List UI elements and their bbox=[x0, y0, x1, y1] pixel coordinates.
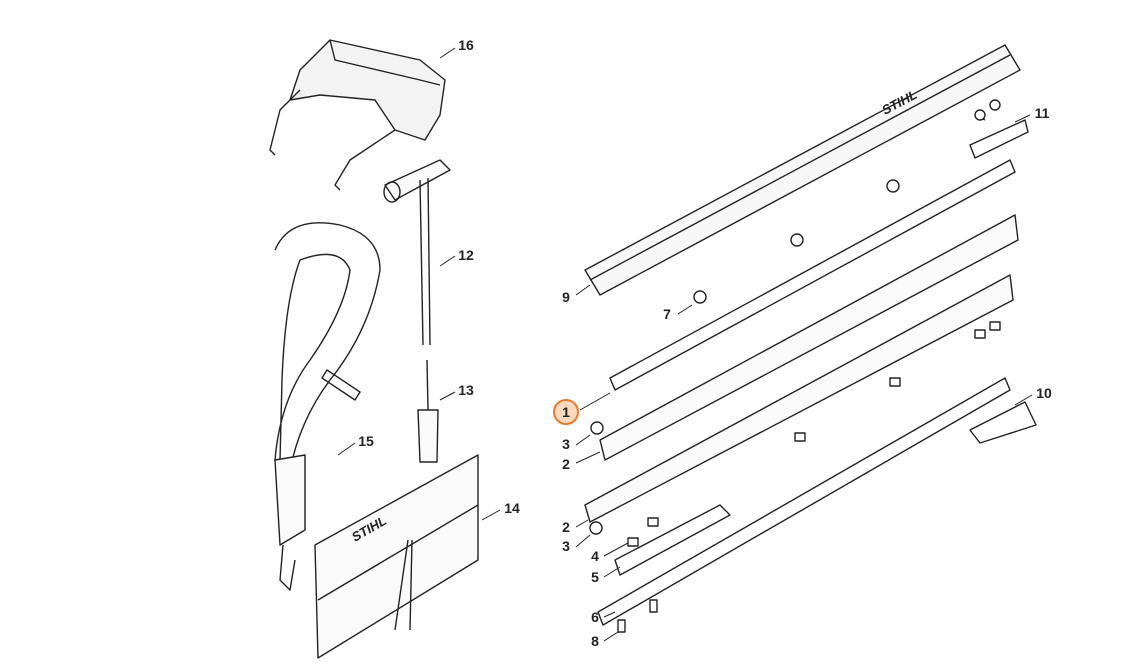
guide-bar-drawing bbox=[597, 377, 1011, 626]
hardware-drawing bbox=[589, 99, 1001, 633]
part-label-16[interactable]: 16 bbox=[458, 37, 474, 53]
part-label-7[interactable]: 7 bbox=[663, 306, 671, 322]
part-label-15[interactable]: 15 bbox=[358, 433, 374, 449]
screwdriver-drawing bbox=[417, 359, 439, 463]
part-label-9[interactable]: 9 bbox=[562, 289, 570, 305]
part-label-2[interactable]: 2 bbox=[562, 456, 570, 472]
part-label-3[interactable]: 3 bbox=[562, 436, 570, 452]
harness-strap-drawing bbox=[274, 222, 381, 591]
tool-pouch-drawing: STIHL bbox=[314, 454, 479, 659]
part-label-1-highlighted[interactable]: 1 bbox=[553, 399, 579, 425]
part-label-14[interactable]: 14 bbox=[504, 500, 520, 516]
part-label-11[interactable]: 11 bbox=[1034, 105, 1050, 121]
bracket-drawing bbox=[969, 114, 1029, 159]
part-label-2-lower[interactable]: 2 bbox=[562, 519, 570, 535]
blade-guard-drawing: STIHL bbox=[584, 44, 1021, 296]
part-label-8[interactable]: 8 bbox=[591, 633, 599, 649]
top-guide-bar-drawing bbox=[609, 159, 1016, 391]
part-label-4[interactable]: 4 bbox=[591, 548, 599, 564]
cutter-blade-upper-drawing bbox=[599, 214, 1019, 461]
part-label-10[interactable]: 10 bbox=[1036, 385, 1052, 401]
leader-lines bbox=[337, 47, 1033, 642]
part-label-5[interactable]: 5 bbox=[591, 569, 599, 585]
cutter-blade-lower-drawing bbox=[584, 274, 1014, 523]
part-label-12[interactable]: 12 bbox=[458, 247, 474, 263]
wrench-drawing bbox=[383, 159, 451, 346]
cutter-guide-drawing bbox=[969, 401, 1037, 444]
part-label-13[interactable]: 13 bbox=[458, 382, 474, 398]
part-label-3-lower[interactable]: 3 bbox=[562, 538, 570, 554]
part-label-6[interactable]: 6 bbox=[591, 609, 599, 625]
safety-glasses-drawing bbox=[269, 39, 446, 191]
plate-drawing bbox=[614, 504, 731, 576]
